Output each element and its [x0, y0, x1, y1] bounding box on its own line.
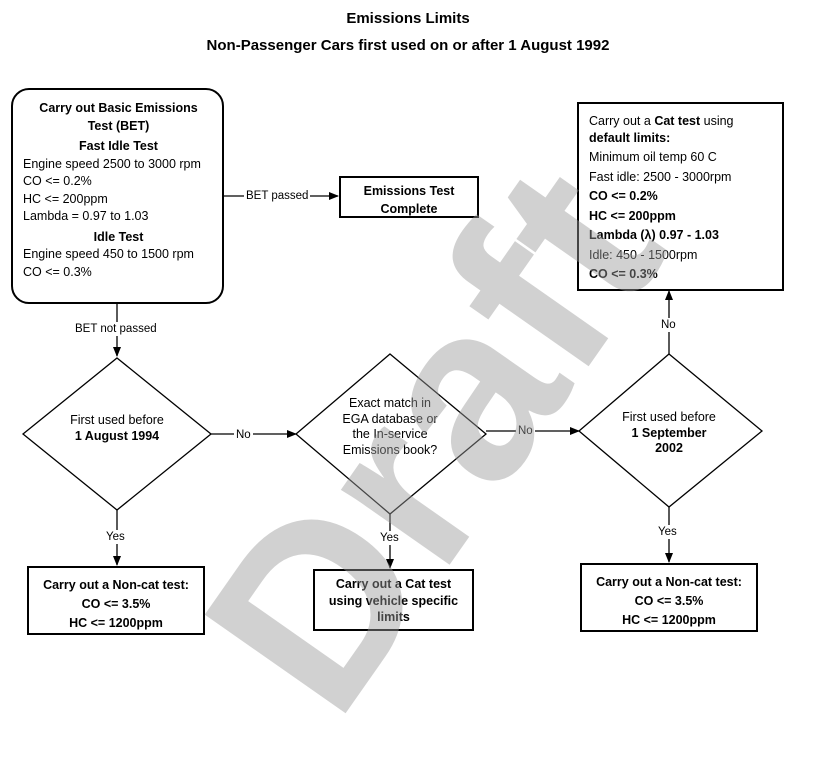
fast-idle-heading: Fast Idle Test: [79, 139, 158, 153]
noncat1-line2: CO <= 3.5%: [81, 597, 151, 611]
label-no-1: No: [234, 428, 253, 442]
label-yes-1: Yes: [104, 530, 127, 544]
bet-title-line2: Test (BET): [87, 118, 150, 133]
complete-line1: Emissions Test: [363, 184, 455, 198]
complete-line2: Complete: [380, 201, 438, 216]
noncat1-line1: Carry out a Non-cat test:: [43, 578, 189, 592]
label-yes-2: Yes: [378, 531, 401, 545]
fast-idle-line: Lambda = 0.97 to 1.03: [23, 209, 149, 223]
cat-default-line: HC <= 200ppm: [589, 208, 676, 223]
cat-test-specific-box: Carry out a Cat test using vehicle speci…: [313, 569, 474, 631]
cat-default-line: Lambda (λ) 0.97 - 1.03: [589, 228, 719, 242]
cat-default-intro: Carry out a Cat test using: [589, 114, 734, 128]
cat-specific-line3: limits: [377, 610, 410, 624]
noncat2-line1: Carry out a Non-cat test:: [596, 575, 742, 589]
page-title: Emissions Limits: [346, 10, 470, 27]
cat-default-line: Fast idle: 2500 - 3000rpm: [589, 169, 732, 184]
bet-title-line1: Carry out Basic Emissions: [39, 101, 198, 115]
label-bet-passed: BET passed: [244, 189, 311, 203]
cat-specific-line2: using vehicle specific: [328, 593, 459, 608]
decision-2-text: Exact match in EGA database or the In-se…: [342, 396, 438, 457]
label-yes-3: Yes: [656, 525, 679, 539]
idle-line: Engine speed 450 to 1500 rpm: [23, 247, 194, 261]
fast-idle-line: HC <= 200ppm: [23, 191, 108, 206]
flowchart: Emissions Limits Non-Passenger Cars firs…: [11, 10, 784, 757]
page-subtitle: Non-Passenger Cars first used on or afte…: [206, 37, 610, 54]
noncat2-line2: CO <= 3.5%: [634, 594, 704, 608]
non-cat-test-box-2: Carry out a Non-cat test: CO <= 3.5% HC …: [580, 563, 758, 632]
cat-default-line: Idle: 450 - 1500rpm: [589, 247, 698, 262]
cat-specific-line1: Carry out a Cat test: [335, 577, 452, 591]
cat-default-intro-line2: default limits:: [589, 130, 671, 145]
idle-heading: Idle Test: [93, 229, 144, 244]
non-cat-test-box-1: Carry out a Non-cat test: CO <= 3.5% HC …: [27, 566, 205, 635]
fast-idle-line: Engine speed 2500 to 3000 rpm: [23, 156, 201, 171]
cat-default-line: CO <= 0.2%: [589, 189, 658, 203]
label-no-3: No: [659, 318, 678, 332]
fast-idle-line: CO <= 0.2%: [23, 174, 92, 188]
label-bet-not-passed: BET not passed: [73, 322, 159, 336]
noncat2-line3: HC <= 1200ppm: [622, 613, 716, 627]
idle-line: CO <= 0.3%: [23, 264, 92, 279]
label-no-2: No: [516, 424, 535, 438]
connector-layer: [21, 192, 764, 569]
decision-3-text: First used before 1 September 2002: [622, 410, 716, 455]
test-complete-box: Emissions Test Complete: [339, 176, 479, 218]
decision-1-text: First used before 1 August 1994: [70, 413, 164, 443]
bet-process-box: Carry out Basic Emissions Test (BET) Fas…: [11, 88, 224, 304]
cat-default-line: Minimum oil temp 60 C: [589, 150, 717, 164]
cat-default-line: CO <= 0.3%: [589, 267, 658, 281]
noncat1-line3: HC <= 1200ppm: [69, 616, 163, 630]
cat-test-default-box: Carry out a Cat test using default limit…: [577, 102, 784, 291]
